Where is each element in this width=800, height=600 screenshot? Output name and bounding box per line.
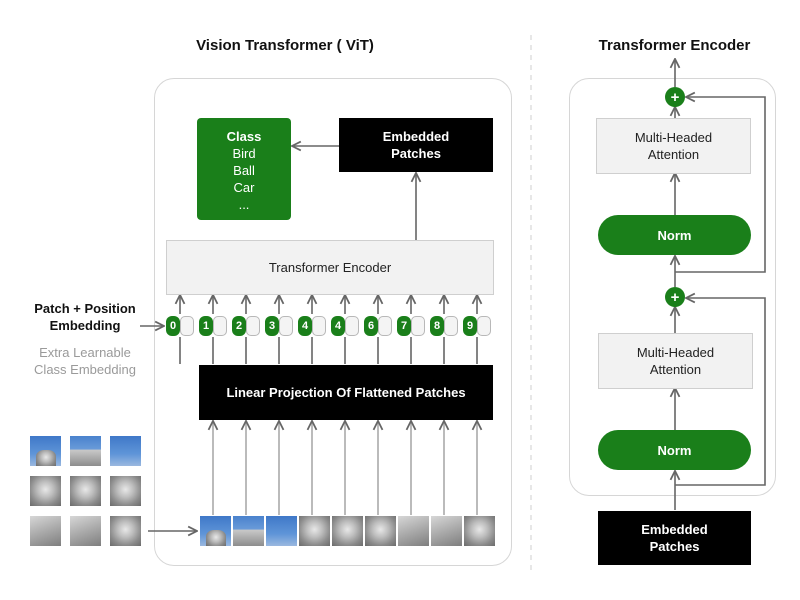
- image-patch: [70, 516, 101, 546]
- patch-token: [180, 316, 194, 336]
- divider: [530, 35, 532, 575]
- class-item: Ball: [233, 163, 255, 178]
- position-token: 7: [397, 316, 411, 336]
- flat-patch: [365, 516, 396, 546]
- class-item: Car: [233, 180, 255, 195]
- position-token: 3: [265, 316, 279, 336]
- image-patch: [30, 436, 61, 466]
- patch-token: [411, 316, 425, 336]
- class-item: ...: [238, 197, 250, 212]
- position-token: 4: [298, 316, 312, 336]
- class-title: Class: [226, 129, 262, 144]
- patch-token: [444, 316, 458, 336]
- extra-learnable-label: Extra Learnable Class Embedding: [34, 345, 136, 377]
- class-output-box: Class Bird Ball Car ...: [197, 118, 291, 220]
- residual-add-top: +: [665, 87, 685, 107]
- image-patch: [70, 436, 101, 466]
- patch-token: [345, 316, 359, 336]
- position-token: 0: [166, 316, 180, 336]
- flat-patch: [431, 516, 462, 546]
- position-token: 1: [199, 316, 213, 336]
- position-token: 9: [463, 316, 477, 336]
- flat-patch: [332, 516, 363, 546]
- residual-add-bottom: +: [665, 287, 685, 307]
- encoder-title: Transformer Encoder: [598, 37, 751, 54]
- image-patch: [70, 476, 101, 506]
- embedded-patches-input-box: Embedded Patches: [598, 511, 751, 565]
- image-patch: [30, 516, 61, 546]
- image-patch: [110, 476, 141, 506]
- image-patch: [110, 516, 141, 546]
- patch-token: [477, 316, 491, 336]
- patch-token: [246, 316, 260, 336]
- position-token: 8: [430, 316, 444, 336]
- flat-patch: [200, 516, 231, 546]
- norm-top: Norm: [598, 215, 751, 255]
- patch-token: [378, 316, 392, 336]
- patch-token: [279, 316, 293, 336]
- flat-patch: [266, 516, 297, 546]
- transformer-encoder-box: Transformer Encoder: [166, 240, 494, 295]
- embedded-patches-box: Embedded Patches: [339, 118, 493, 172]
- image-patch: [30, 476, 61, 506]
- position-token: 2: [232, 316, 246, 336]
- patch-position-label: Patch + Position Embedding: [34, 301, 136, 333]
- flat-patch: [299, 516, 330, 546]
- position-token: 6: [364, 316, 378, 336]
- patch-token: [213, 316, 227, 336]
- position-token: 4: [331, 316, 345, 336]
- flat-patch: [233, 516, 264, 546]
- multi-headed-attention-top: Multi-Headed Attention: [596, 118, 751, 174]
- patch-token: [312, 316, 326, 336]
- vit-title: Vision Transformer ( ViT): [196, 37, 374, 54]
- flat-patch: [464, 516, 495, 546]
- linear-projection-box: Linear Projection Of Flattened Patches: [199, 365, 493, 420]
- class-item: Bird: [232, 146, 256, 161]
- multi-headed-attention-bottom: Multi-Headed Attention: [598, 333, 753, 389]
- image-patch: [110, 436, 141, 466]
- norm-bottom: Norm: [598, 430, 751, 470]
- flat-patch: [398, 516, 429, 546]
